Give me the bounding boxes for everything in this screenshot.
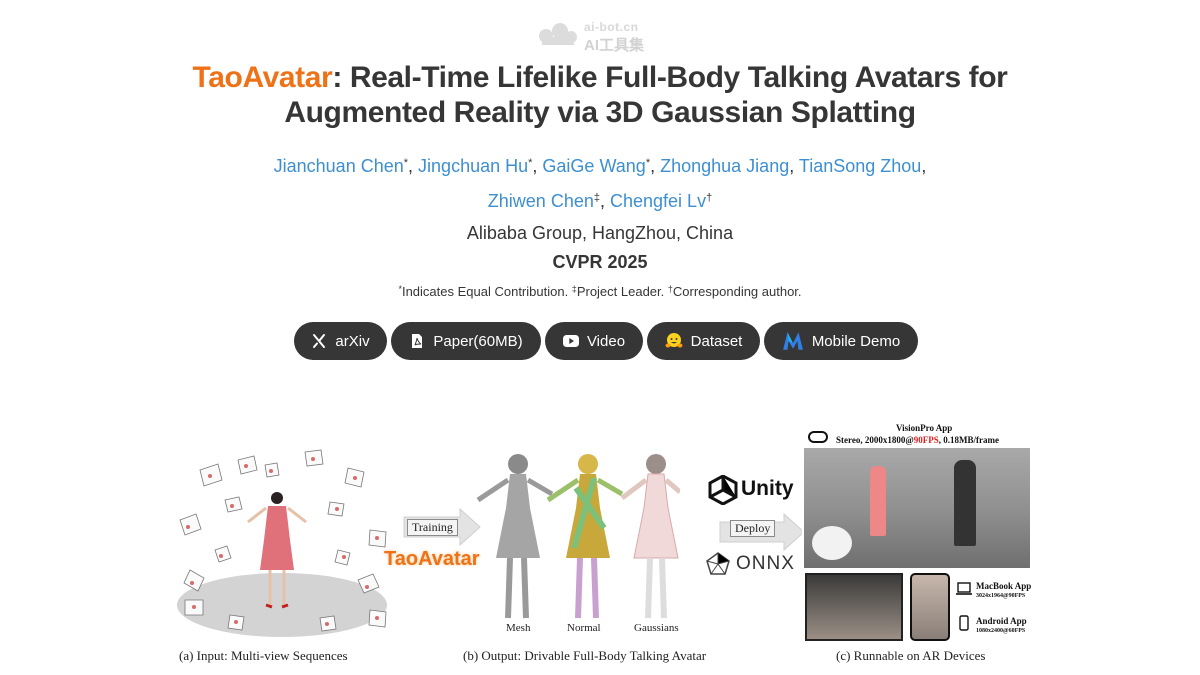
note-text: Indicates Equal Contribution.	[401, 284, 572, 299]
caption-c: (c) Runnable on AR Devices	[836, 648, 986, 663]
author-mark: *	[403, 157, 409, 169]
mnn-icon	[782, 332, 803, 350]
visionpro-screenshot	[804, 448, 1030, 568]
arxiv-icon	[313, 334, 326, 348]
button-label: arXiv	[335, 332, 370, 350]
watermark-line1: ai-bot.cn	[584, 20, 639, 34]
person-figure	[954, 460, 976, 546]
laptop-icon	[956, 582, 972, 595]
mobile-demo-button[interactable]: Mobile Demo	[764, 322, 918, 360]
author-link[interactable]: GaiGe Wang	[542, 156, 646, 176]
venue: CVPR 2025	[552, 252, 648, 272]
android-title: Android App	[976, 616, 1027, 626]
android-spec: 1080x2400@60FPS	[976, 628, 1026, 634]
video-button[interactable]: Video	[545, 322, 643, 360]
method-name-label: TaoAvatar	[384, 548, 480, 570]
avatar-renders-image	[476, 454, 680, 619]
headset-image	[812, 526, 852, 560]
training-label: Training	[407, 519, 458, 536]
author-link[interactable]: Jingchuan Hu	[418, 156, 529, 176]
button-label: Paper(60MB)	[433, 332, 523, 350]
watermark-line2: AI工具集	[584, 37, 645, 54]
macbook-screenshot	[805, 573, 903, 641]
paper-button[interactable]: Paper(60MB)	[391, 322, 541, 360]
unity-logo-icon	[708, 475, 738, 505]
visionpro-spec-b: , 0.18MB/frame	[938, 435, 999, 445]
macbook-title: MacBook App	[976, 581, 1032, 591]
note-mark: ‡	[571, 284, 577, 294]
unity-label: Unity	[741, 477, 794, 500]
phone-icon	[959, 615, 969, 631]
avatar-figure	[870, 466, 886, 536]
author-mark: †	[706, 192, 713, 204]
render-label-gaussians: Gaussians	[634, 622, 679, 634]
visionpro-spec: Stereo, 2000x1800@90FPS, 0.18MB/frame	[836, 435, 999, 445]
author-link[interactable]: Zhonghua Jiang	[660, 156, 790, 176]
visionpro-title: VisionPro App	[896, 423, 953, 433]
button-label: Video	[586, 332, 626, 350]
onnx-logo-icon	[706, 552, 730, 575]
contribution-note: *Indicates Equal Contribution. ‡Project …	[0, 284, 1200, 299]
caption-a: (a) Input: Multi-view Sequences	[179, 648, 348, 663]
title-line2: Augmented Reality via 3D Gaussian Splatt…	[284, 96, 916, 129]
author-mark: *	[528, 157, 533, 169]
multiview-input-image	[177, 449, 387, 637]
visionpro-spec-fps: 90FPS	[913, 435, 939, 445]
youtube-icon	[562, 335, 579, 347]
caption-b: (b) Output: Drivable Full-Body Talking A…	[463, 648, 707, 663]
huggingface-icon	[665, 333, 683, 348]
onnx-label: ONNX	[736, 553, 795, 574]
author-list-line1: Jianchuan Chen*, Jingchuan Hu*, GaiGe Wa…	[273, 156, 927, 176]
author-link[interactable]: Jianchuan Chen	[273, 156, 404, 176]
note-mark: *	[398, 284, 402, 294]
title-rest-line1: : Real-Time Lifelike Full-Body Talking A…	[332, 61, 1008, 94]
note-text: Project Leader.	[576, 284, 668, 299]
paper-title: TaoAvatar: Real-Time Lifelike Full-Body …	[0, 60, 1200, 130]
author-mark: *	[645, 157, 651, 169]
author-link[interactable]: Zhiwen Chen	[487, 191, 594, 211]
title-brand: TaoAvatar	[192, 61, 333, 94]
dataset-button[interactable]: Dataset	[647, 322, 760, 360]
author-link[interactable]: Chengfei Lv	[610, 191, 707, 211]
android-screenshot	[910, 573, 950, 641]
author-link[interactable]: TianSong Zhou	[798, 156, 922, 176]
button-label: Dataset	[690, 332, 743, 350]
author-list-line2: Zhiwen Chen‡, Chengfei Lv†	[487, 191, 713, 211]
button-label: Mobile Demo	[811, 332, 901, 350]
note-text: Corresponding author.	[672, 284, 802, 299]
watermark-logo-icon	[539, 23, 577, 45]
visionpro-headset-icon	[808, 431, 828, 443]
deploy-label: Deploy	[730, 520, 776, 537]
affiliation: Alibaba Group, HangZhou, China	[466, 223, 734, 243]
macbook-spec: 3024x1964@90FPS	[976, 593, 1026, 599]
visionpro-spec-a: Stereo, 2000x1800@	[836, 435, 914, 445]
render-label-normal: Normal	[567, 622, 601, 634]
teaser-figure: Training TaoAvatar Mesh Normal Gaussians	[170, 420, 1040, 670]
watermark: ai-bot.cn AI工具集	[536, 18, 666, 54]
render-label-mesh: Mesh	[506, 622, 531, 634]
arxiv-button[interactable]: arXiv	[294, 322, 387, 360]
note-mark: †	[667, 284, 673, 294]
author-mark: ‡	[593, 192, 600, 204]
visionpro-panel: VisionPro App Stereo, 2000x1800@90FPS, 0…	[802, 420, 1032, 568]
pdf-icon	[412, 334, 423, 348]
